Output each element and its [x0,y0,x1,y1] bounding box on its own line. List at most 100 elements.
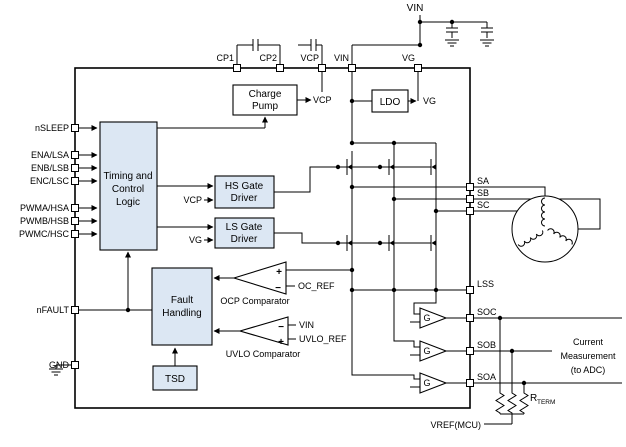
oc-ref-label: OC_REF [298,281,335,291]
vin-capacitor-2 [480,21,494,39]
ocp-minus-sign: − [275,283,281,294]
pin-label-soc: SOC [477,307,497,317]
hs-driver-label-2: Driver [231,193,258,204]
sense-wires [351,290,466,388]
motor-winding-a [541,197,546,227]
fault-handling-block [151,267,213,346]
csa-soa-gain-label: G [423,378,430,388]
pin-label-lss: LSS [477,279,494,289]
vin-capacitor-1 [445,21,459,39]
rterm-resistor-3 [519,389,529,415]
csa-soc-symbol [419,307,448,329]
pin-lss [466,286,474,294]
pin-label-ena-lsa: ENA/LSA [31,150,69,160]
pin-ena-lsa [71,151,79,159]
pin-label-enb-lsb: ENB/LSB [31,163,69,173]
pin-label-sa: SA [477,176,489,186]
timing-label-1: Timing and [103,171,152,182]
uvlo-vin-label: VIN [299,320,314,330]
pin-label-sb: SB [477,188,489,198]
csa-sob-symbol [419,340,448,362]
pin-soc [466,314,474,322]
left-pin-wires [55,125,152,369]
timing-label-2: Control [112,184,144,195]
charge-pump-label-1: Charge [249,89,282,100]
current-measurement-line1: Current [573,337,604,347]
ocp-comparator-symbol [232,261,287,295]
current-sense-amps: G G G [419,307,448,394]
pin-pwmb-hsb [71,217,79,225]
uvlo-ref-label: UVLO_REF [299,334,347,344]
ground-symbol-2 [479,39,495,47]
comparators: + − OCP Comparator OC_REF − + UVLO Compa… [220,261,347,359]
pin-label-pwmb-hsb: PWMB/HSB [20,216,69,226]
pin-label-gnd: GND [49,360,70,370]
pin-vcp [318,64,326,72]
annotations: Current Measurement (to ADC) [560,337,616,375]
pin-label-pwmc-hsc: PWMC/HSC [19,229,69,239]
uvlo-comparator-label: UVLO Comparator [226,349,301,359]
pin-label-sob: SOB [477,340,496,350]
motor-winding-b [547,228,573,245]
pin-cp1 [233,64,241,72]
pin-gnd [71,361,79,369]
rterm-resistor-2 [507,389,517,415]
pin-pwma-hsa [71,204,79,212]
pin-label-soa: SOA [477,372,496,382]
current-measurement-line2: Measurement [560,351,616,361]
pin-labels: CP1 CP2 VCP VIN VG nSLEEP ENA/LSA ENB/LS… [19,53,497,382]
pin-nsleep [71,124,79,132]
tsd-block [152,365,198,391]
pin-soa [466,379,474,387]
pin-sb [466,195,474,203]
rterm-resistor-1 [495,389,505,415]
fault-label-2: Handling [162,308,201,319]
ls-driver-label-2: Driver [231,234,258,245]
ocp-plus-sign: + [276,267,282,278]
uvlo-plus-sign: + [278,337,284,348]
pin-label-enc-lsc: ENC/LSC [30,176,70,186]
pin-vin [348,64,356,72]
pin-label-vcp: VCP [300,53,319,63]
junction-dots [125,19,527,386]
functional-blocks: Timing and Control Logic Charge Pump LDO… [99,84,409,391]
ls-gate-driver-block [214,217,275,249]
pin-pwmc-hsc [71,230,79,238]
gate-drive-wires [274,166,422,244]
pin-nfault [71,306,79,314]
motor-winding-c [517,230,544,247]
csa-sob-gain-label: G [423,346,430,356]
pin-enc-lsc [71,177,79,185]
motor-symbol [511,195,579,263]
pin-label-pwma-hsa: PWMA/HSA [20,203,69,213]
pin-sa [466,183,474,191]
pin-label-vin: VIN [334,53,349,63]
charge-pump-block [232,84,298,116]
pin-label-sc: SC [477,200,490,210]
pin-label-cp1: CP1 [216,53,234,63]
vcp-driver-input-label: VCP [183,195,202,205]
ls-driver-label-1: LS Gate [226,222,263,233]
pin-label-nsleep: nSLEEP [35,123,69,133]
vin-top-label: VIN [407,3,424,14]
ldo-block [371,89,409,113]
hs-driver-label-1: HS Gate [225,181,264,192]
pin-label-cp2: CP2 [259,53,277,63]
vref-mcu-label: VREF(MCU) [431,420,482,430]
pins [71,64,474,387]
current-measurement-line3: (to ADC) [571,365,606,375]
ldo-label: LDO [380,97,401,108]
ocp-comparator-label: OCP Comparator [220,296,289,306]
pin-cp2 [276,64,284,72]
csa-soc-gain-label: G [423,313,430,323]
hs-gate-driver-block [214,175,275,209]
pin-vg [414,64,422,72]
pin-enb-lsb [71,164,79,172]
net-labels: VCP VG VCP VG VREF(MCU) R TERM [183,95,555,430]
top-external-wiring [236,15,487,65]
pin-label-nfault: nFAULT [37,305,70,315]
ground-symbol-1 [444,39,460,47]
pin-sc [466,207,474,215]
charge-pump-label-2: Pump [252,101,279,112]
